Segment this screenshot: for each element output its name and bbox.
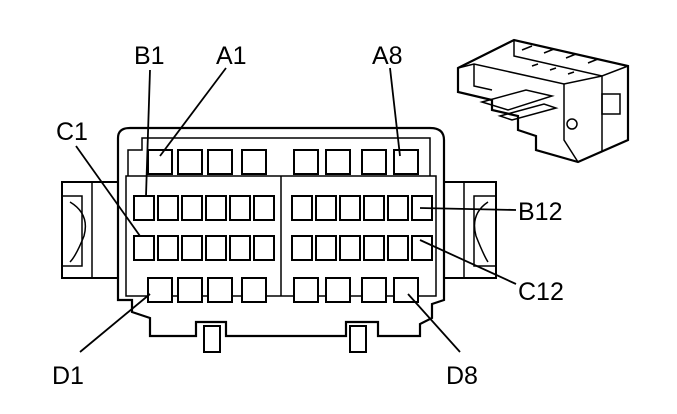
pin-b3 xyxy=(181,195,203,221)
pin-c8 xyxy=(315,235,337,261)
label-c1: C1 xyxy=(56,118,88,146)
pin-a8 xyxy=(393,149,419,175)
pin-a3 xyxy=(207,149,233,175)
connector-3d-view xyxy=(456,38,630,164)
pin-c4 xyxy=(205,235,227,261)
pin-d5 xyxy=(293,277,319,303)
leader-d8 xyxy=(407,293,461,353)
pin-c12 xyxy=(411,235,433,261)
pin-b8 xyxy=(315,195,337,221)
pin-cavities xyxy=(133,149,433,303)
leader-d1 xyxy=(79,293,151,353)
leader-c12 xyxy=(419,239,517,285)
label-a8: A8 xyxy=(372,42,403,70)
label-b1: B1 xyxy=(134,42,165,70)
label-a1: A1 xyxy=(216,42,247,70)
leader-lines xyxy=(75,67,517,353)
label-d1: D1 xyxy=(52,362,84,390)
pin-b6 xyxy=(253,195,275,221)
leader-a1 xyxy=(159,67,227,157)
pin-c1 xyxy=(133,235,155,261)
pin-a7 xyxy=(361,149,387,175)
leader-b12 xyxy=(419,207,517,211)
pin-c5 xyxy=(229,235,251,261)
pin-a6 xyxy=(325,149,351,175)
leader-b1 xyxy=(145,69,151,197)
leader-a8 xyxy=(389,67,401,157)
pin-b7 xyxy=(291,195,313,221)
pin-a1 xyxy=(147,149,173,175)
pin-d6 xyxy=(325,277,351,303)
pin-b5 xyxy=(229,195,251,221)
label-c12: C12 xyxy=(518,278,564,306)
label-d8: D8 xyxy=(446,362,478,390)
pin-b9 xyxy=(339,195,361,221)
leader-c1 xyxy=(75,145,141,237)
left-latch xyxy=(61,181,119,279)
pin-d4 xyxy=(241,277,267,303)
pin-b11 xyxy=(387,195,409,221)
pin-c7 xyxy=(291,235,313,261)
pin-b10 xyxy=(363,195,385,221)
pin-c10 xyxy=(363,235,385,261)
pin-c9 xyxy=(339,235,361,261)
pin-b2 xyxy=(157,195,179,221)
pin-d3 xyxy=(207,277,233,303)
pin-b1 xyxy=(133,195,155,221)
pin-a5 xyxy=(293,149,319,175)
pin-a4 xyxy=(241,149,267,175)
pin-c6 xyxy=(253,235,275,261)
pin-d2 xyxy=(177,277,203,303)
pin-a2 xyxy=(177,149,203,175)
pin-d8 xyxy=(393,277,419,303)
pin-b4 xyxy=(205,195,227,221)
pin-c3 xyxy=(181,235,203,261)
pin-d7 xyxy=(361,277,387,303)
label-b12: B12 xyxy=(518,198,562,226)
pin-d1 xyxy=(147,277,173,303)
pin-c2 xyxy=(157,235,179,261)
pin-c11 xyxy=(387,235,409,261)
